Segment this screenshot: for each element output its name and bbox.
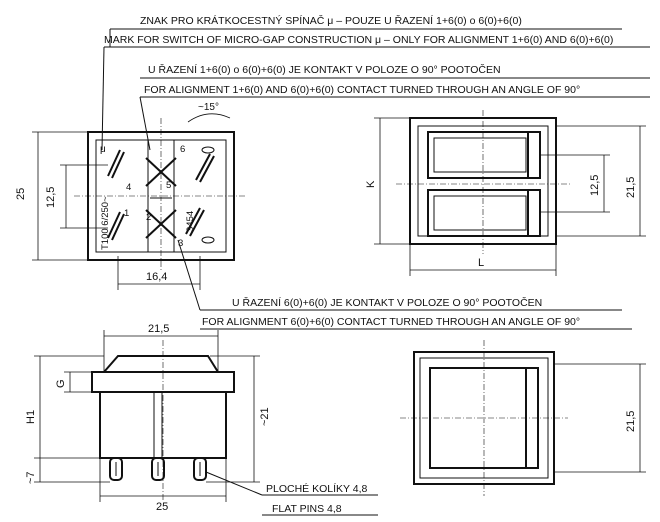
dim-side-width: 21,5 xyxy=(148,323,169,335)
leader-mid xyxy=(177,239,201,311)
rocker-side xyxy=(101,355,220,373)
dim-angle: ~15° xyxy=(198,102,219,113)
dim-h1: H1 xyxy=(25,410,37,424)
terminal-5: 5 xyxy=(166,180,171,191)
terminal-4: 4 xyxy=(126,182,131,193)
angle-arc xyxy=(187,113,231,123)
note-cz-top: U ŘAZENÍ 1+6(0) o 6(0)+6(0) JE KONTAKT V… xyxy=(148,63,501,76)
rocker-upper xyxy=(427,131,541,179)
pin-left xyxy=(109,457,123,481)
rating-label: T100 6/250~ xyxy=(100,196,111,250)
dim-rocker-pitch: 12,5 xyxy=(589,175,601,196)
terminal-1: 1 xyxy=(124,208,129,219)
dim-12-5-pitch: 12,5 xyxy=(45,187,57,208)
note-cz-pins: PLOCHÉ KOLÍKY 4,8 xyxy=(266,482,368,495)
rocker-top-view xyxy=(396,110,570,254)
note-en-top: FOR ALIGNMENT 1+6(0) AND 6(0)+6(0) CONTA… xyxy=(144,84,580,96)
dim-g: G xyxy=(55,379,67,388)
pin-middle xyxy=(151,457,165,481)
dim-front-height: 21,5 xyxy=(625,411,637,432)
dim-16-4-width: 16,4 xyxy=(146,271,167,283)
note-en-mark: MARK FOR SWITCH OF MICRO-GAP CONSTRUCTIO… xyxy=(104,34,613,46)
dim-body-height: ~21 xyxy=(259,407,271,426)
terminal-6: 6 xyxy=(180,144,185,155)
rocker-lower xyxy=(427,189,541,237)
terminal-3: 3 xyxy=(178,238,183,249)
dim-25-height: 25 xyxy=(15,188,27,200)
terminal-2: 2 xyxy=(146,212,151,223)
leader-pins xyxy=(205,471,263,496)
note-cz-mark: ZNAK PRO KRÁTKOCESTNÝ SPÍNAČ μ – POUZE U… xyxy=(140,14,522,27)
switch-face-view xyxy=(74,118,246,270)
note-en-mid: FOR ALIGNMENT 6(0)+6(0) CONTACT TURNED T… xyxy=(202,316,580,328)
switch-front-view xyxy=(400,340,568,496)
dim-base-width: 25 xyxy=(156,501,168,513)
code-label: 3454 xyxy=(185,211,196,232)
leader-mark xyxy=(101,46,105,151)
pin-right xyxy=(193,457,207,481)
note-cz-mid: U ŘAZENÍ 6(0)+6(0) JE KONTAKT V POLOZE O… xyxy=(232,296,542,309)
dim-rocker-height: 21,5 xyxy=(625,177,637,198)
dim-k: K xyxy=(365,180,377,188)
dim-pin-length: ~7 xyxy=(25,471,37,484)
dim-l: L xyxy=(478,257,484,269)
note-en-pins: FLAT PINS 4,8 xyxy=(272,503,342,515)
switch-side-view xyxy=(91,340,235,500)
mu-mark: μ xyxy=(100,144,106,155)
